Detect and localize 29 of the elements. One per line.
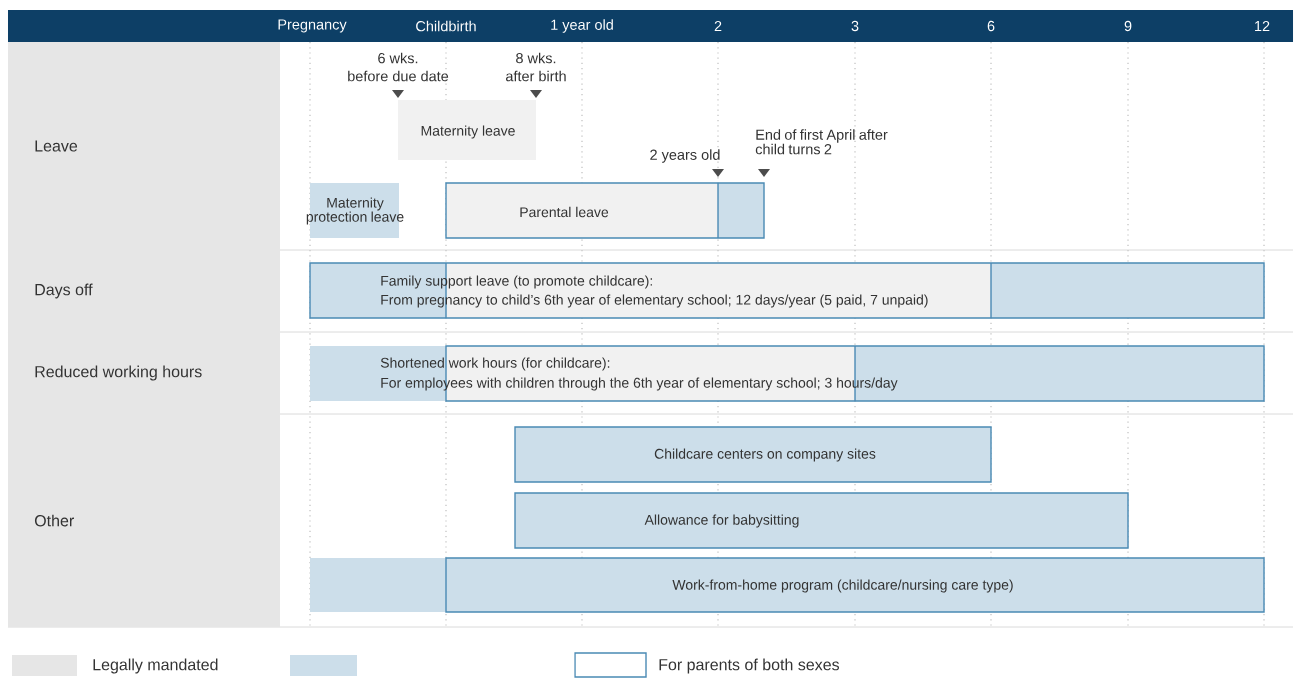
node-label: Days off [35, 283, 93, 299]
axis-label: 2 [714, 20, 722, 32]
axis-label: 6 [987, 20, 995, 32]
node-label: Other [34, 514, 74, 527]
axis-label: 12 [1255, 20, 1270, 32]
annotation: End of first April after child turns 2 [755, 129, 888, 155]
axis-label: Childbirth [416, 20, 476, 32]
annotation: 2 years old [650, 149, 720, 163]
timeline-bar: Childcare centers on company sites [514, 426, 992, 483]
timeline-bar: Shortened work hours (for childcare): For employees with children through the 6th year of elementary school; 3 hours/day [310, 345, 1265, 402]
annotation: 6 wks. [378, 52, 418, 64]
legend-text: For parents of both sexes [659, 658, 840, 674]
legend-text: Legally mandated [93, 658, 218, 674]
axis-label: Pregnancy [278, 19, 347, 33]
axis-label: 9 [1124, 20, 1132, 32]
row-header: Days off [8, 250, 280, 332]
annotation: 8 wks. [516, 52, 556, 64]
node-label: Reduced working hours [35, 365, 202, 381]
axis-label: 1 year old [551, 19, 613, 33]
row-header: Reduced working hours [8, 332, 280, 414]
timeline-bar: Parental leave [445, 182, 765, 239]
annotation: after birth [506, 70, 566, 82]
timeline-bar: Work-from-home program (childcare/nursing care type) [310, 557, 1265, 613]
timeline-bar: Allowance for babysitting [514, 492, 1129, 549]
node-label: Leave [35, 140, 78, 152]
axis-label: 3 [851, 20, 859, 32]
annotation: before due date [348, 70, 449, 82]
timeline-bar: Maternity leave [398, 100, 536, 160]
timeline-bar: Maternity protection leave [306, 183, 404, 238]
